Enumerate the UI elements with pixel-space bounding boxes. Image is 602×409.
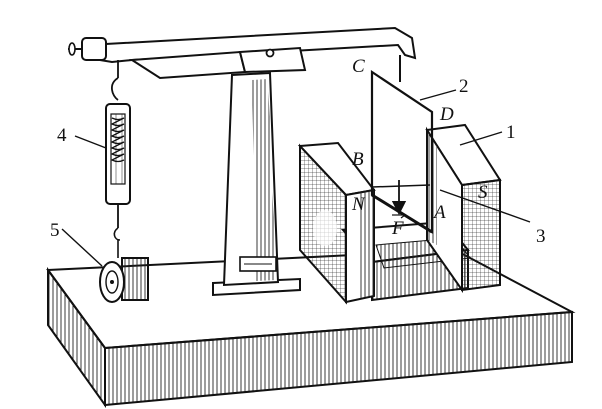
balance-beam — [68, 26, 417, 80]
label-a: A — [432, 202, 446, 223]
label-1: 1 — [506, 122, 516, 143]
label-4: 4 — [57, 125, 67, 146]
label-f: F — [391, 218, 404, 239]
counterweight — [81, 37, 107, 61]
stand-column — [212, 71, 301, 297]
label-d: D — [439, 104, 454, 125]
label-2: 2 — [459, 76, 469, 97]
label-n: N — [351, 194, 366, 215]
wire-frame — [370, 55, 434, 234]
spring-balance — [105, 77, 131, 258]
magnet-n-pole — [297, 141, 376, 305]
label-3: 3 — [536, 226, 546, 247]
label-5: 5 — [50, 220, 60, 241]
label-s: S — [478, 182, 488, 203]
label-c: C — [352, 56, 365, 77]
pivot-hole — [265, 48, 275, 58]
pulley — [99, 257, 149, 303]
label-b: B — [352, 149, 364, 170]
labels: 1 2 3 4 5 C D B A N S F — [50, 56, 546, 247]
leader-lines — [61, 89, 531, 267]
